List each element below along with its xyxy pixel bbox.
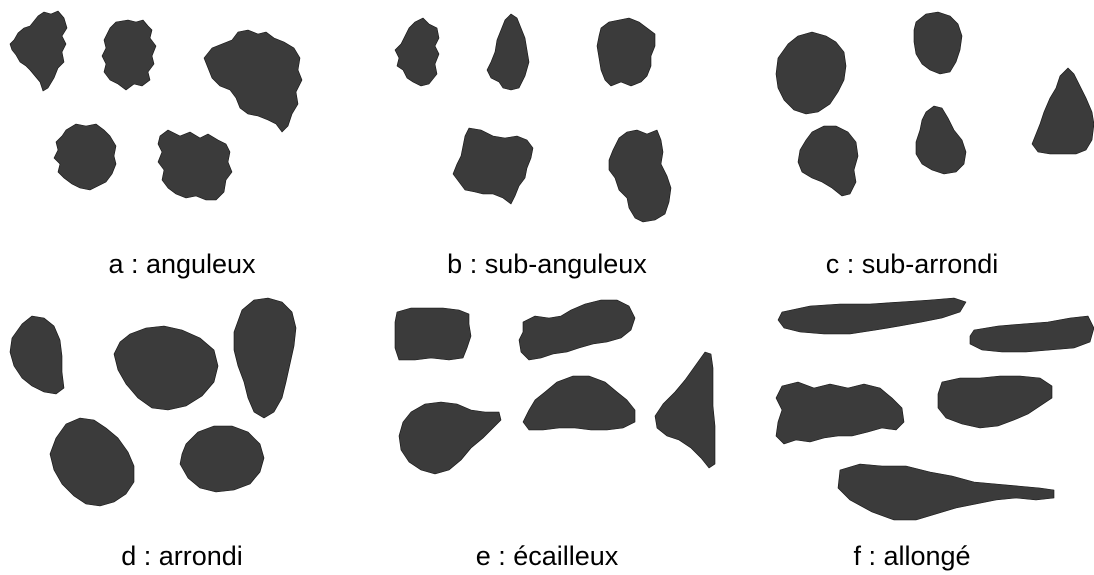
panel-f-shapes xyxy=(775,297,1094,521)
panel-d-shapes xyxy=(9,297,297,507)
particle xyxy=(969,315,1094,353)
particle xyxy=(596,17,656,87)
panel-c-shapes xyxy=(775,11,1094,197)
particle xyxy=(233,297,297,419)
particle xyxy=(452,127,534,205)
particle xyxy=(777,297,967,335)
particle xyxy=(518,299,636,361)
particle xyxy=(394,307,472,361)
particle xyxy=(837,463,1055,521)
panel-f: f : allongé xyxy=(730,288,1094,575)
panel-e: e : écailleux xyxy=(365,288,729,575)
particle xyxy=(937,375,1053,429)
particle xyxy=(101,19,157,91)
panel-d: d : arrondi xyxy=(0,288,364,575)
particle xyxy=(49,417,135,507)
particle xyxy=(113,325,219,411)
particle xyxy=(53,123,117,191)
particle xyxy=(9,10,68,92)
panel-c-caption: c : sub-arrondi xyxy=(825,249,999,279)
panel-a-caption: a : anguleux xyxy=(108,249,256,279)
particle xyxy=(775,381,905,445)
panel-e-shapes xyxy=(394,299,716,475)
particle xyxy=(608,129,672,223)
panel-d-caption: d : arrondi xyxy=(121,541,243,571)
particle xyxy=(9,315,65,395)
particle xyxy=(797,125,859,197)
particle xyxy=(394,17,440,87)
particle xyxy=(775,31,847,115)
panel-b-shapes xyxy=(394,13,672,223)
particle xyxy=(1031,67,1094,155)
particle xyxy=(915,105,967,175)
panel-b: b : sub-anguleux xyxy=(365,0,729,287)
panel-a: a : anguleux xyxy=(0,0,364,287)
panel-e-caption: e : écailleux xyxy=(475,541,619,571)
particle xyxy=(654,351,716,469)
panel-a-shapes xyxy=(9,10,303,201)
panel-c: c : sub-arrondi xyxy=(730,0,1094,287)
particle xyxy=(398,401,502,475)
panel-b-caption: b : sub-anguleux xyxy=(447,249,647,279)
particle xyxy=(203,29,303,133)
particle xyxy=(522,375,636,431)
particle xyxy=(157,129,233,201)
particle xyxy=(486,13,530,91)
panel-f-caption: f : allongé xyxy=(853,541,971,571)
particle xyxy=(913,11,963,75)
particle xyxy=(179,425,265,493)
